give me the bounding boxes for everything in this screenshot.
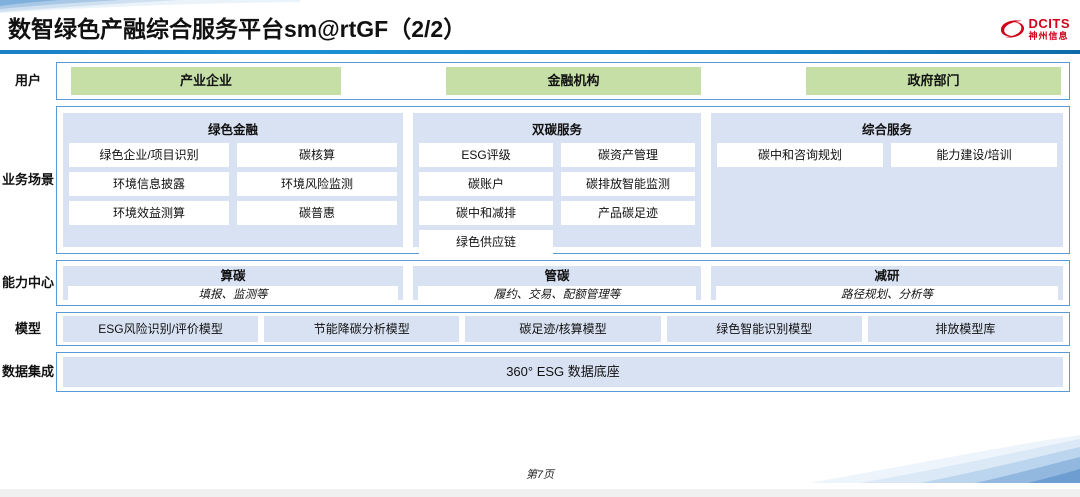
data-foundation-bar[interactable]: 360° ESG 数据底座 [63,357,1063,387]
business-item[interactable]: 碳中和减排 [419,201,553,225]
business-item[interactable]: 环境效益测算 [69,201,229,225]
business-group-items: 碳中和咨询规划 能力建设/培训 [717,143,1057,167]
logo-text-en: DCITS [1028,16,1070,31]
title-underline-rule [0,50,1080,54]
row-body-user: 产业企业 金融机构 政府部门 [56,62,1070,100]
business-group-title: 综合服务 [861,123,912,137]
row-label-business-scenario: 业务场景 [2,171,55,187]
row-label-model: 模型 [14,320,41,336]
page-number-footer: 第7页 [525,469,555,481]
user-chip-industry[interactable]: 产业企业 [71,67,341,95]
business-group-items: 绿色企业/项目识别 碳核算 环境信息披露 环境风险监测 环境效益测算 碳普惠 [69,143,397,225]
row-data-integration: 数据集成 360° ESG 数据底座 [0,352,1080,392]
business-group-title: 绿色金融 [207,123,258,137]
user-chip-financial[interactable]: 金融机构 [446,67,701,95]
business-item[interactable]: 碳资产管理 [561,143,695,167]
row-body-data-integration: 360° ESG 数据底座 [56,352,1070,392]
model-chip[interactable]: 排放模型库 [867,316,1064,342]
row-body-model: ESG风险识别/评价模型 节能降碳分析模型 碳足迹/核算模型 绿色智能识别模型 … [56,312,1070,346]
business-item[interactable]: 环境风险监测 [237,172,397,196]
row-body-business-scenario: 绿色金融 绿色企业/项目识别 碳核算 环境信息披露 环境风险监测 环境效益测算 … [56,106,1070,254]
user-chip-government[interactable]: 政府部门 [806,67,1061,95]
dcits-logo: DCITS 神州信息 [999,14,1071,44]
business-item[interactable]: ESG评级 [419,143,553,167]
model-chip[interactable]: 绿色智能识别模型 [666,316,862,342]
business-group-items: ESG评级 碳资产管理 碳账户 碳排放智能监测 碳中和减排 产品碳足迹 绿色供应… [419,143,695,254]
model-chip[interactable]: 节能降碳分析模型 [264,316,460,342]
business-item[interactable]: 产品碳足迹 [561,201,695,225]
business-item[interactable]: 碳账户 [419,172,553,196]
capability-group-calculate-carbon[interactable]: 算碳 填报、监测等 [63,266,403,306]
capability-group-reduce-research[interactable]: 减研 路径规划、分析等 [711,266,1063,306]
dcits-swoosh-icon [999,18,1025,40]
business-item[interactable]: 能力建设/培训 [891,143,1057,167]
business-group-green-finance: 绿色金融 绿色企业/项目识别 碳核算 环境信息披露 环境风险监测 环境效益测算 … [63,113,403,247]
business-item[interactable]: 碳普惠 [237,201,397,225]
page-title: 数智绿色产融综合服务平台sm@rtGF（2/2） [8,16,467,42]
row-label-capability-center: 能力中心 [2,274,55,290]
row-user: 用户 产业企业 金融机构 政府部门 [0,62,1080,100]
capability-group-title: 算碳 [220,269,246,283]
business-item[interactable]: 环境信息披露 [69,172,229,196]
row-label-user: 用户 [14,72,41,88]
architecture-grid: 用户 产业企业 金融机构 政府部门 业务场景 绿色金融 绿色企业/项目识别 碳核… [0,62,1080,398]
business-item[interactable]: 碳核算 [237,143,397,167]
row-business-scenario: 业务场景 绿色金融 绿色企业/项目识别 碳核算 环境信息披露 环境风险监测 环境… [0,106,1080,254]
logo-text-cn: 神州信息 [1028,31,1069,41]
row-label-data-integration: 数据集成 [2,363,55,379]
bottom-strip [0,489,1080,497]
business-item[interactable]: 绿色企业/项目识别 [69,143,229,167]
row-capability-center: 能力中心 算碳 填报、监测等 管碳 履约、交易、配额管理等 减研 路径规划、分析… [0,260,1080,306]
model-chip[interactable]: 碳足迹/核算模型 [465,316,661,342]
business-item[interactable]: 碳中和咨询规划 [717,143,883,167]
business-group-dual-carbon: 双碳服务 ESG评级 碳资产管理 碳账户 碳排放智能监测 碳中和减排 产品碳足迹… [413,113,701,254]
capability-group-subtitle: 路径规划、分析等 [716,286,1058,306]
capability-group-title: 减研 [874,269,900,283]
row-body-capability-center: 算碳 填报、监测等 管碳 履约、交易、配额管理等 减研 路径规划、分析等 [56,260,1070,306]
capability-group-subtitle: 履约、交易、配额管理等 [418,286,696,306]
row-model: 模型 ESG风险识别/评价模型 节能降碳分析模型 碳足迹/核算模型 绿色智能识别… [0,312,1080,346]
capability-group-subtitle: 填报、监测等 [68,286,398,306]
model-chip[interactable]: ESG风险识别/评价模型 [63,316,259,342]
business-group-comprehensive-service: 综合服务 碳中和咨询规划 能力建设/培训 [711,113,1063,247]
capability-group-manage-carbon[interactable]: 管碳 履约、交易、配额管理等 [413,266,701,306]
business-item[interactable]: 绿色供应链 [419,230,553,254]
bottom-right-swoosh-decoration [790,435,1080,491]
slide-header: 数智绿色产融综合服务平台sm@rtGF（2/2） DCITS 神州信息 [0,8,1080,48]
business-group-title: 双碳服务 [531,123,582,137]
business-item[interactable]: 碳排放智能监测 [561,172,695,196]
capability-group-title: 管碳 [544,269,570,283]
